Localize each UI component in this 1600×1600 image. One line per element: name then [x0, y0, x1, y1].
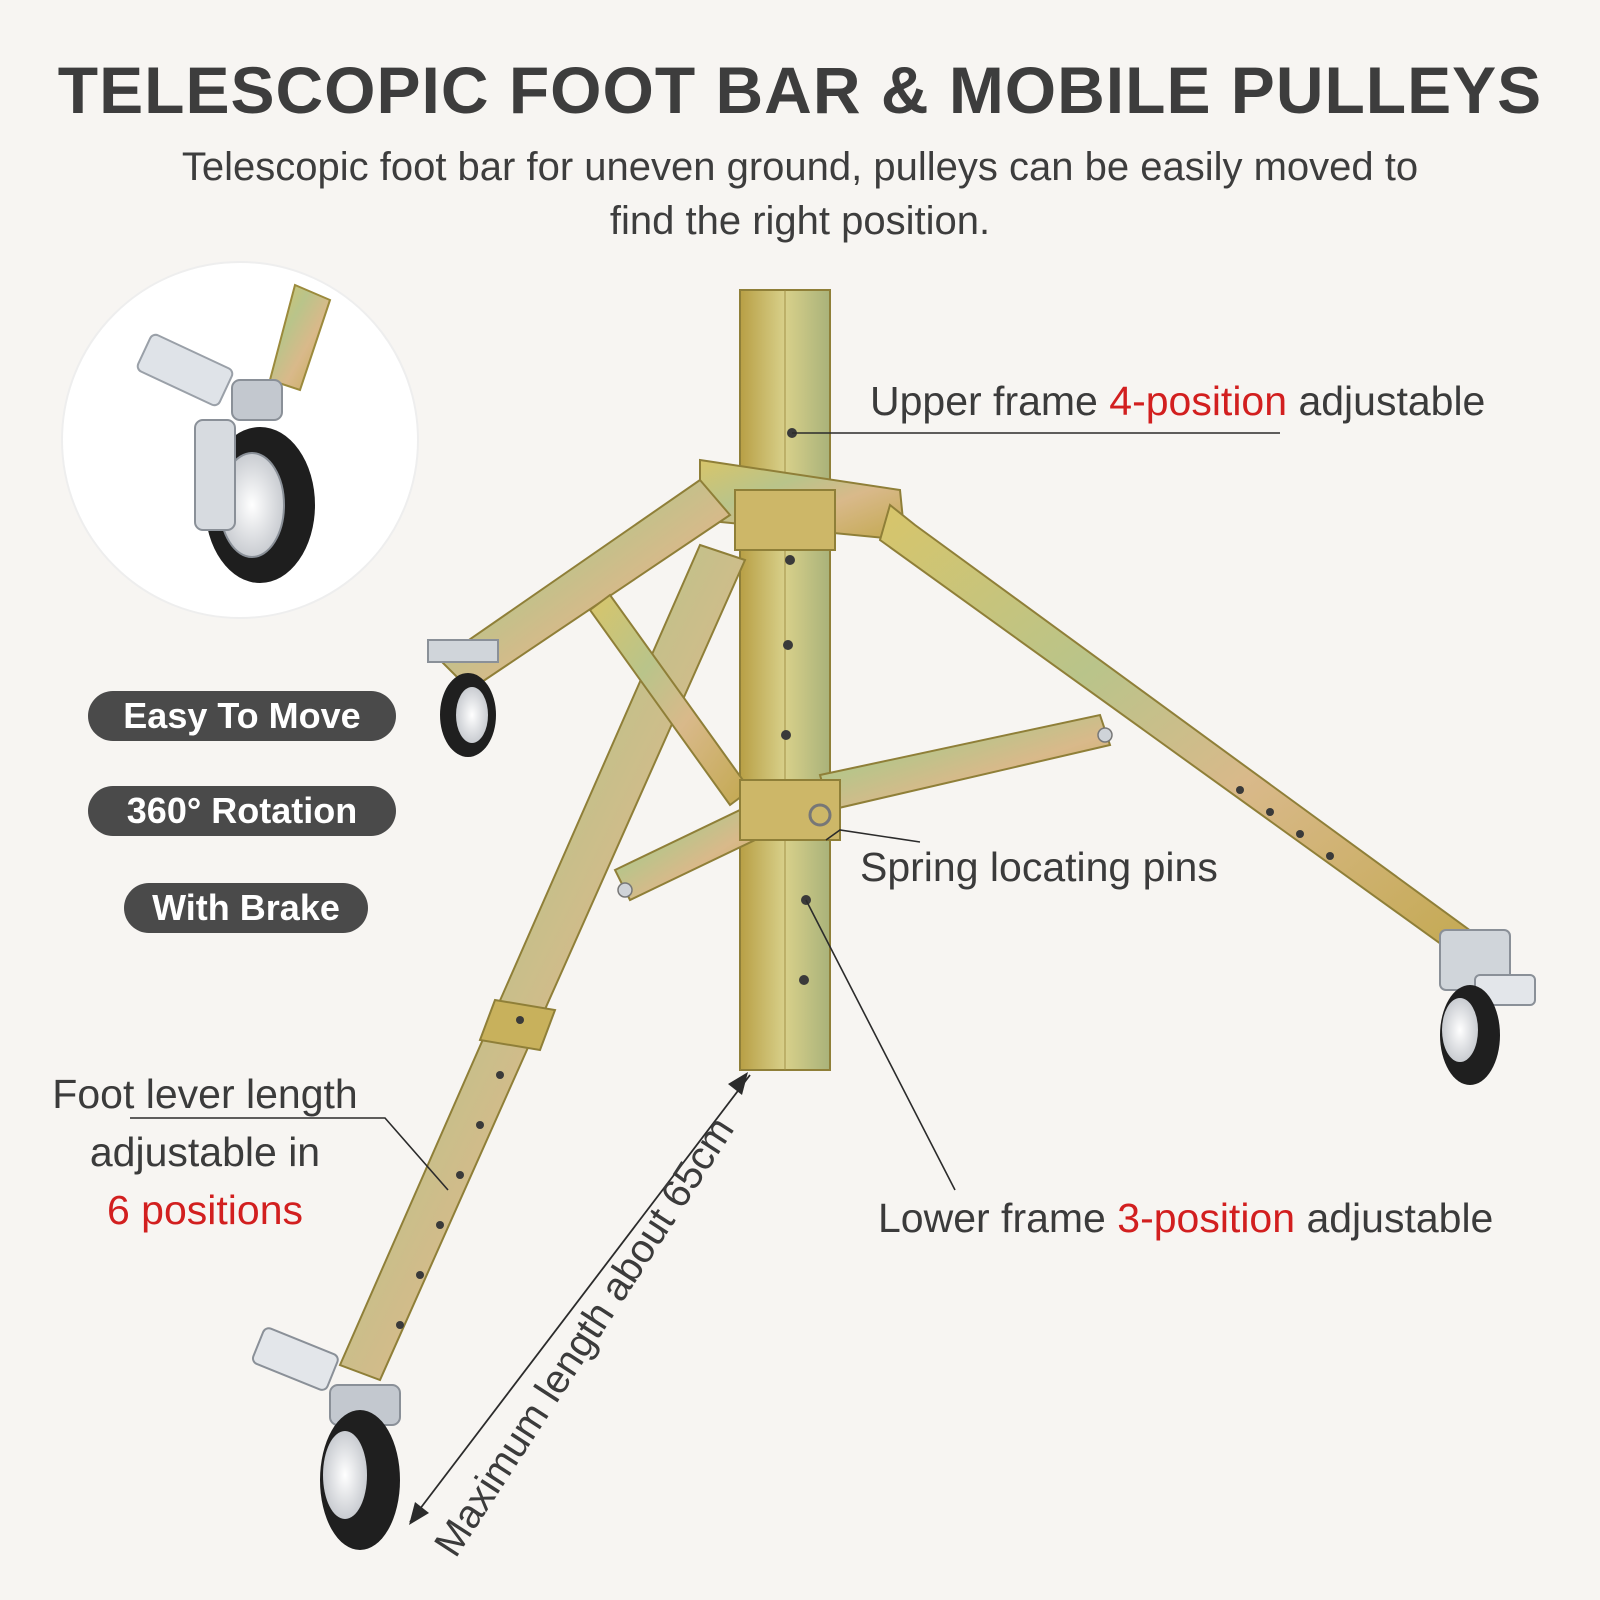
lower-braces — [588, 593, 1113, 902]
left-leg — [427, 478, 732, 757]
callout-lower-after: adjustable — [1295, 1195, 1494, 1241]
badge-with-brake: With Brake — [124, 883, 368, 933]
callout-foot-lever: Foot lever length adjustable in 6 positi… — [40, 1065, 370, 1239]
callout-lower-before: Lower frame — [878, 1195, 1118, 1241]
callout-upper-highlight: 4-position — [1109, 378, 1288, 424]
callout-spring-pins: Spring locating pins — [860, 844, 1218, 890]
headline: TELESCOPIC FOOT BAR & MOBILE PULLEYS — [57, 53, 1543, 127]
badge-easy-to-move: Easy To Move — [88, 691, 396, 741]
vertical-post — [739, 289, 831, 1071]
subtitle-line-1: Telescopic foot bar for uneven ground, p… — [181, 145, 1419, 189]
callout-lower-highlight: 3-position — [1117, 1195, 1296, 1241]
subtitle: Telescopic foot bar for uneven ground, p… — [100, 140, 1500, 248]
subtitle-line-2: find the right position. — [609, 199, 991, 243]
callout-foot-line2: adjustable in — [89, 1129, 321, 1175]
callout-foot-line1: Foot lever length — [52, 1071, 358, 1117]
front-leg — [251, 543, 747, 1550]
callout-upper-after: adjustable — [1287, 378, 1486, 424]
caster-detail-inset — [61, 261, 419, 619]
length-dimension-arrow — [409, 1072, 751, 1525]
callout-foot-highlight: 6 positions — [106, 1187, 303, 1233]
leader-lines — [130, 432, 1280, 1191]
right-leg — [878, 503, 1536, 1085]
upper-collar — [692, 458, 907, 551]
badge-rotation: 360° Rotation — [88, 786, 396, 836]
callout-upper-before: Upper frame — [870, 378, 1110, 424]
callout-upper-frame: Upper frame 4-position adjustable — [870, 378, 1485, 425]
callout-lower-frame: Lower frame 3-position adjustable — [878, 1195, 1493, 1242]
